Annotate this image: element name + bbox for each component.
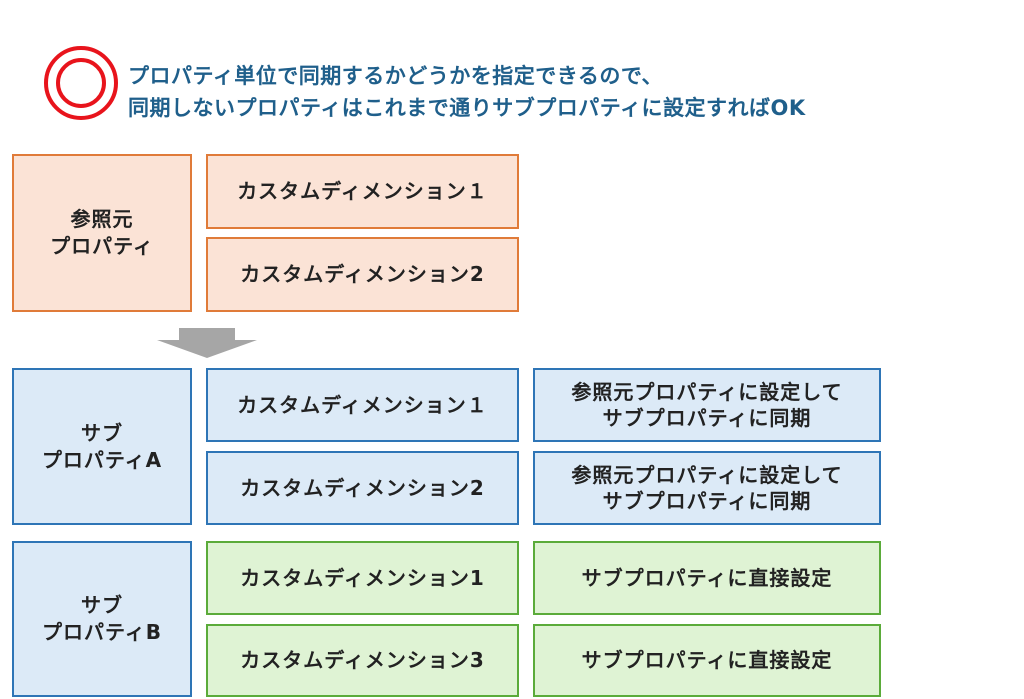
sub-property-b-label-box: サブ プロパティB xyxy=(12,541,192,697)
sub-a-note-1-line2: サブプロパティに同期 xyxy=(602,406,812,430)
source-dimension-2-label: カスタムディメンション2 xyxy=(240,262,485,286)
sub-b-dimension-2-label: カスタムディメンション3 xyxy=(240,648,485,672)
sub-a-dimension-2-label: カスタムディメンション2 xyxy=(240,475,485,500)
down-arrow-icon xyxy=(157,328,257,358)
sub-a-dimension-1-box: カスタムディメンション１ xyxy=(206,368,519,442)
sub-b-dimension-1-box: カスタムディメンション1 xyxy=(206,541,519,615)
source-property-label-line2: プロパティ xyxy=(50,234,154,258)
sub-a-note-2-line1: 参照元プロパティに設定して xyxy=(571,463,843,487)
sub-property-a-label-box: サブ プロパティA xyxy=(12,368,192,525)
source-property-label-line1: 参照元 xyxy=(70,207,134,231)
sub-b-dimension-1-label: カスタムディメンション1 xyxy=(240,565,485,590)
source-dimension-1-label: カスタムディメンション１ xyxy=(237,179,488,203)
sub-property-a-label-line1: サブ xyxy=(81,420,123,445)
sub-property-b-label-line1: サブ xyxy=(80,593,123,617)
header-text-line1: プロパティ単位で同期するかどうかを指定できるので、 xyxy=(128,64,663,88)
source-dimension-1-box: カスタムディメンション１ xyxy=(206,154,519,229)
sub-a-note-2-box: 参照元プロパティに設定して サブプロパティに同期 xyxy=(533,451,881,525)
sub-property-b-label-line2: プロパティB xyxy=(41,620,163,644)
double-circle-icon xyxy=(44,46,118,120)
sub-a-dimension-1-label: カスタムディメンション１ xyxy=(237,392,488,417)
sub-b-dimension-2-box: カスタムディメンション3 xyxy=(206,624,519,697)
sub-a-note-1-box: 参照元プロパティに設定して サブプロパティに同期 xyxy=(533,368,881,442)
sub-property-a-label-line2: プロパティA xyxy=(41,447,163,472)
sub-b-note-2-box: サブプロパティに直接設定 xyxy=(533,624,881,697)
sub-a-note-1-line1: 参照元プロパティに設定して xyxy=(571,380,843,404)
sub-b-note-1-label: サブプロパティに直接設定 xyxy=(581,565,833,590)
source-property-label-box: 参照元 プロパティ xyxy=(12,154,192,312)
sub-b-note-2-label: サブプロパティに直接設定 xyxy=(581,648,833,672)
sub-a-note-2-line2: サブプロパティに同期 xyxy=(602,489,812,513)
sub-b-note-1-box: サブプロパティに直接設定 xyxy=(533,541,881,615)
header-text-line2: 同期しないプロパティはこれまで通りサブプロパティに設定すればOK xyxy=(128,96,806,120)
sub-a-dimension-2-box: カスタムディメンション2 xyxy=(206,451,519,525)
source-dimension-2-box: カスタムディメンション2 xyxy=(206,237,519,312)
